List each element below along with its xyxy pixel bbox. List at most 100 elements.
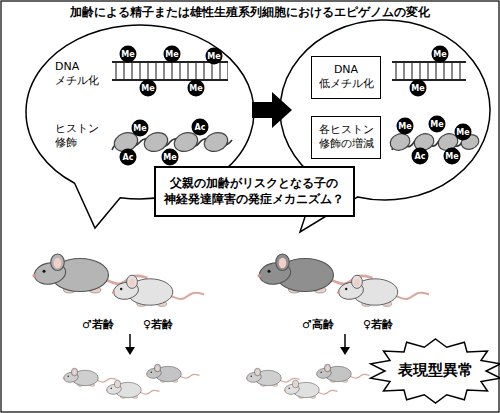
mouse-label: ♀若齢 (363, 317, 393, 332)
mouse-eye (321, 372, 322, 373)
mouse-nose (337, 291, 340, 294)
mouse-nose (284, 390, 286, 392)
mouse-tail (318, 390, 338, 394)
mouse-ear-inner (326, 366, 330, 371)
down-arrow (129, 334, 131, 348)
modification-mark: Me (164, 46, 181, 63)
mouse-eye (120, 288, 122, 290)
mouse (32, 254, 147, 293)
burst-polygon (371, 339, 500, 403)
modification-mark: Me (140, 80, 157, 97)
mouse-group (32, 254, 429, 398)
mouse-label: ♂若齢 (82, 317, 114, 332)
mouse-ear (71, 368, 77, 376)
mouse-eye (345, 288, 347, 290)
node-text: DNA メチル化 (55, 60, 107, 89)
mouse-tail (350, 374, 370, 378)
mouse-nose (112, 291, 115, 294)
mouse-ear (51, 254, 65, 271)
mouse-nose (246, 378, 248, 380)
mouse-ear (352, 275, 363, 288)
modification-mark: Ac (120, 149, 137, 166)
mouse-ear-inner (256, 370, 260, 375)
mouse-eye (268, 270, 271, 273)
modification-mark: Me (410, 80, 427, 97)
mouse-ear-inner (129, 278, 135, 286)
node-text: 表現型異常 (398, 361, 473, 381)
histone (202, 129, 231, 154)
mouse-eye (68, 376, 69, 377)
mouse-ear (114, 380, 120, 388)
node-text: 各ヒストン 修飾の増減 (318, 123, 374, 152)
mouse-ear (254, 368, 260, 376)
mouse-nose (146, 374, 148, 376)
diagram-title: 加齢による精子または雄性生殖系列細胞におけるエピゲノムの変化 (0, 5, 500, 20)
mouse-nose (32, 274, 36, 278)
mouse-ear-inner (54, 258, 62, 269)
node-text: DNA 低メチル化 (318, 63, 374, 92)
mouse-ear (154, 364, 160, 372)
mouse-nose (316, 374, 318, 376)
mouse-ear-inner (279, 258, 287, 269)
arrow-head (125, 347, 135, 355)
mouse (246, 368, 300, 386)
down-arrow (344, 334, 346, 348)
mouse (337, 275, 429, 306)
block-arrow (252, 92, 292, 128)
node-text: 父親の加齢がリスクとなる子の 神経発達障害の発症メカニズム？ (164, 176, 345, 207)
mouse-ear-inner (116, 382, 120, 387)
mouse-tail (140, 390, 160, 394)
mouse-ear-inner (294, 382, 298, 387)
mouse (112, 275, 204, 306)
mouse-nose (63, 378, 65, 380)
mouse-tail (395, 293, 429, 299)
modification-mark: Me (444, 148, 461, 165)
mouse-nose (106, 390, 108, 392)
mouse-eye (151, 372, 152, 373)
modification-mark: Me (120, 46, 137, 63)
mouse-nose (257, 274, 261, 278)
modification-mark: Me (432, 46, 449, 63)
mouse (316, 364, 370, 382)
mouse-ear (276, 254, 290, 271)
mouse-ear (324, 364, 330, 372)
mouse-eye (289, 388, 290, 389)
histone (388, 131, 412, 153)
arrow-head (340, 347, 350, 355)
modification-mark: Ac (192, 119, 209, 136)
modification-mark: Me (206, 48, 223, 65)
mouse (257, 254, 372, 293)
mouse-ear (127, 275, 138, 288)
dna-strand (112, 79, 228, 81)
mouse-label: ♂高齢 (302, 317, 334, 332)
dna-rungs (112, 62, 228, 80)
dna-rungs (392, 62, 466, 80)
dna-strand (392, 79, 466, 81)
modification-mark: Me (397, 118, 414, 135)
mouse-eye (43, 270, 46, 273)
modification-mark: Me (162, 149, 179, 166)
mouse-tail (97, 378, 117, 382)
mouse (106, 380, 160, 398)
mouse (146, 364, 200, 382)
mouse-tail (170, 293, 204, 299)
modification-mark: Me (429, 116, 446, 133)
modification-mark: Me (455, 124, 472, 141)
mouse (284, 380, 338, 398)
mouse-ear (292, 380, 298, 388)
burst-shape: 表現型異常 (368, 338, 500, 404)
modification-mark: Me (132, 120, 149, 137)
text-box: 各ヒストン 修飾の増減 (311, 116, 381, 159)
modification-mark: Ac (412, 148, 429, 165)
mouse-tail (180, 374, 200, 378)
mouse-ear-inner (73, 370, 77, 375)
dna-strand (392, 61, 466, 63)
text-box: DNA 低メチル化 (311, 56, 381, 99)
node-text: ヒストン 修飾 (55, 122, 107, 151)
modification-mark: Me (188, 80, 205, 97)
mouse-ear-inner (354, 278, 360, 286)
mouse-label: ♀若齢 (143, 317, 173, 332)
mouse-eye (251, 376, 252, 377)
question-box: 父親の加齢がリスクとなる子の 神経発達障害の発症メカニズム？ (154, 166, 355, 217)
